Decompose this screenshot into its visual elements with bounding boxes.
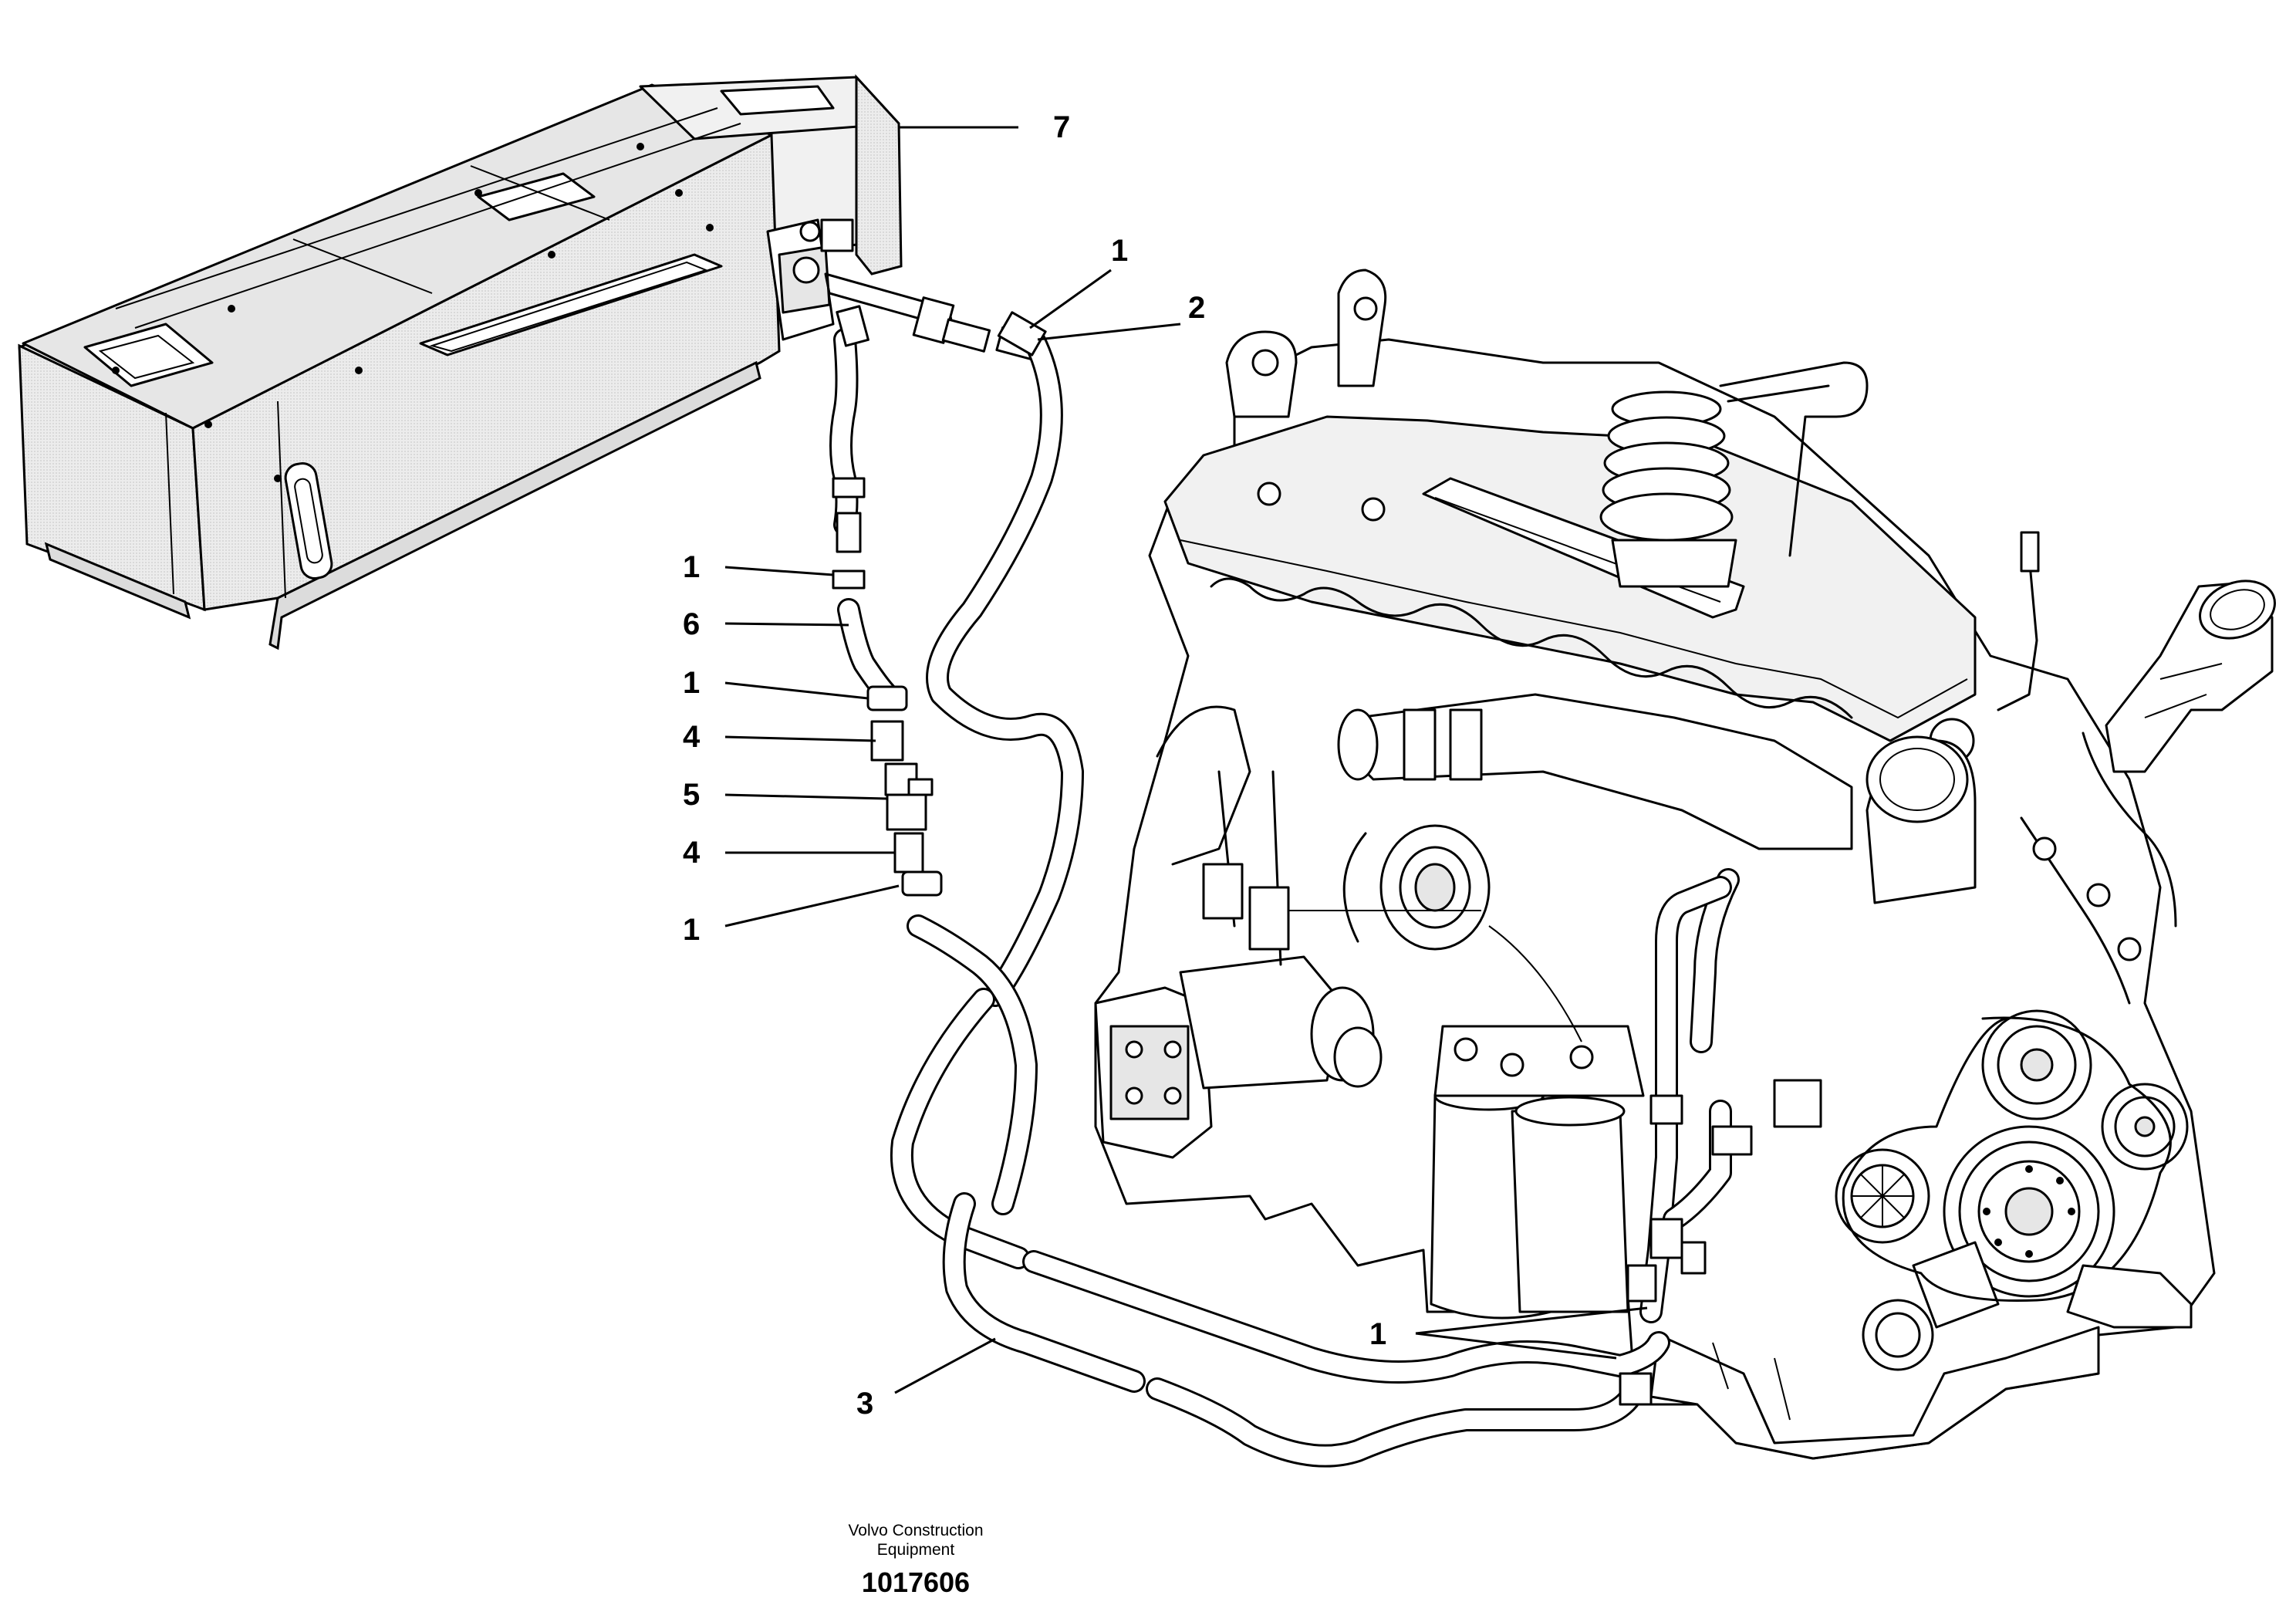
callouts: 7 1 2 1 6 1 4 5 4 1 1 3 — [683, 110, 1386, 1421]
hose-2 — [890, 311, 1670, 1384]
callout-2: 2 — [1188, 291, 1205, 325]
callout-4: 4 — [683, 720, 701, 754]
coolant-coil — [1599, 361, 2040, 711]
callout-1: 1 — [1369, 1317, 1386, 1351]
valve-assembly — [866, 685, 943, 897]
callout-4: 4 — [683, 836, 701, 870]
callout-6: 6 — [683, 607, 700, 641]
company-name-line1: Volvo Construction — [848, 1522, 983, 1539]
caption-block: Volvo Construction Equipment 1017606 — [848, 1522, 983, 1598]
callout-3: 3 — [856, 1387, 873, 1421]
callout-1: 1 — [683, 550, 700, 584]
engine — [1094, 269, 2276, 1460]
callout-5: 5 — [683, 778, 700, 812]
drawing-number: 1017606 — [862, 1566, 970, 1598]
callout-7: 7 — [1053, 110, 1070, 144]
heater-unit — [18, 74, 903, 650]
hose-6-lower — [832, 569, 899, 706]
hose-6 — [829, 305, 869, 553]
callout-1: 1 — [683, 913, 700, 947]
callout-1: 1 — [1111, 234, 1128, 268]
hose-3 — [907, 914, 1653, 1468]
company-name-line2: Equipment — [877, 1541, 955, 1559]
leader-lines — [724, 126, 1648, 1394]
callout-1: 1 — [683, 666, 700, 700]
